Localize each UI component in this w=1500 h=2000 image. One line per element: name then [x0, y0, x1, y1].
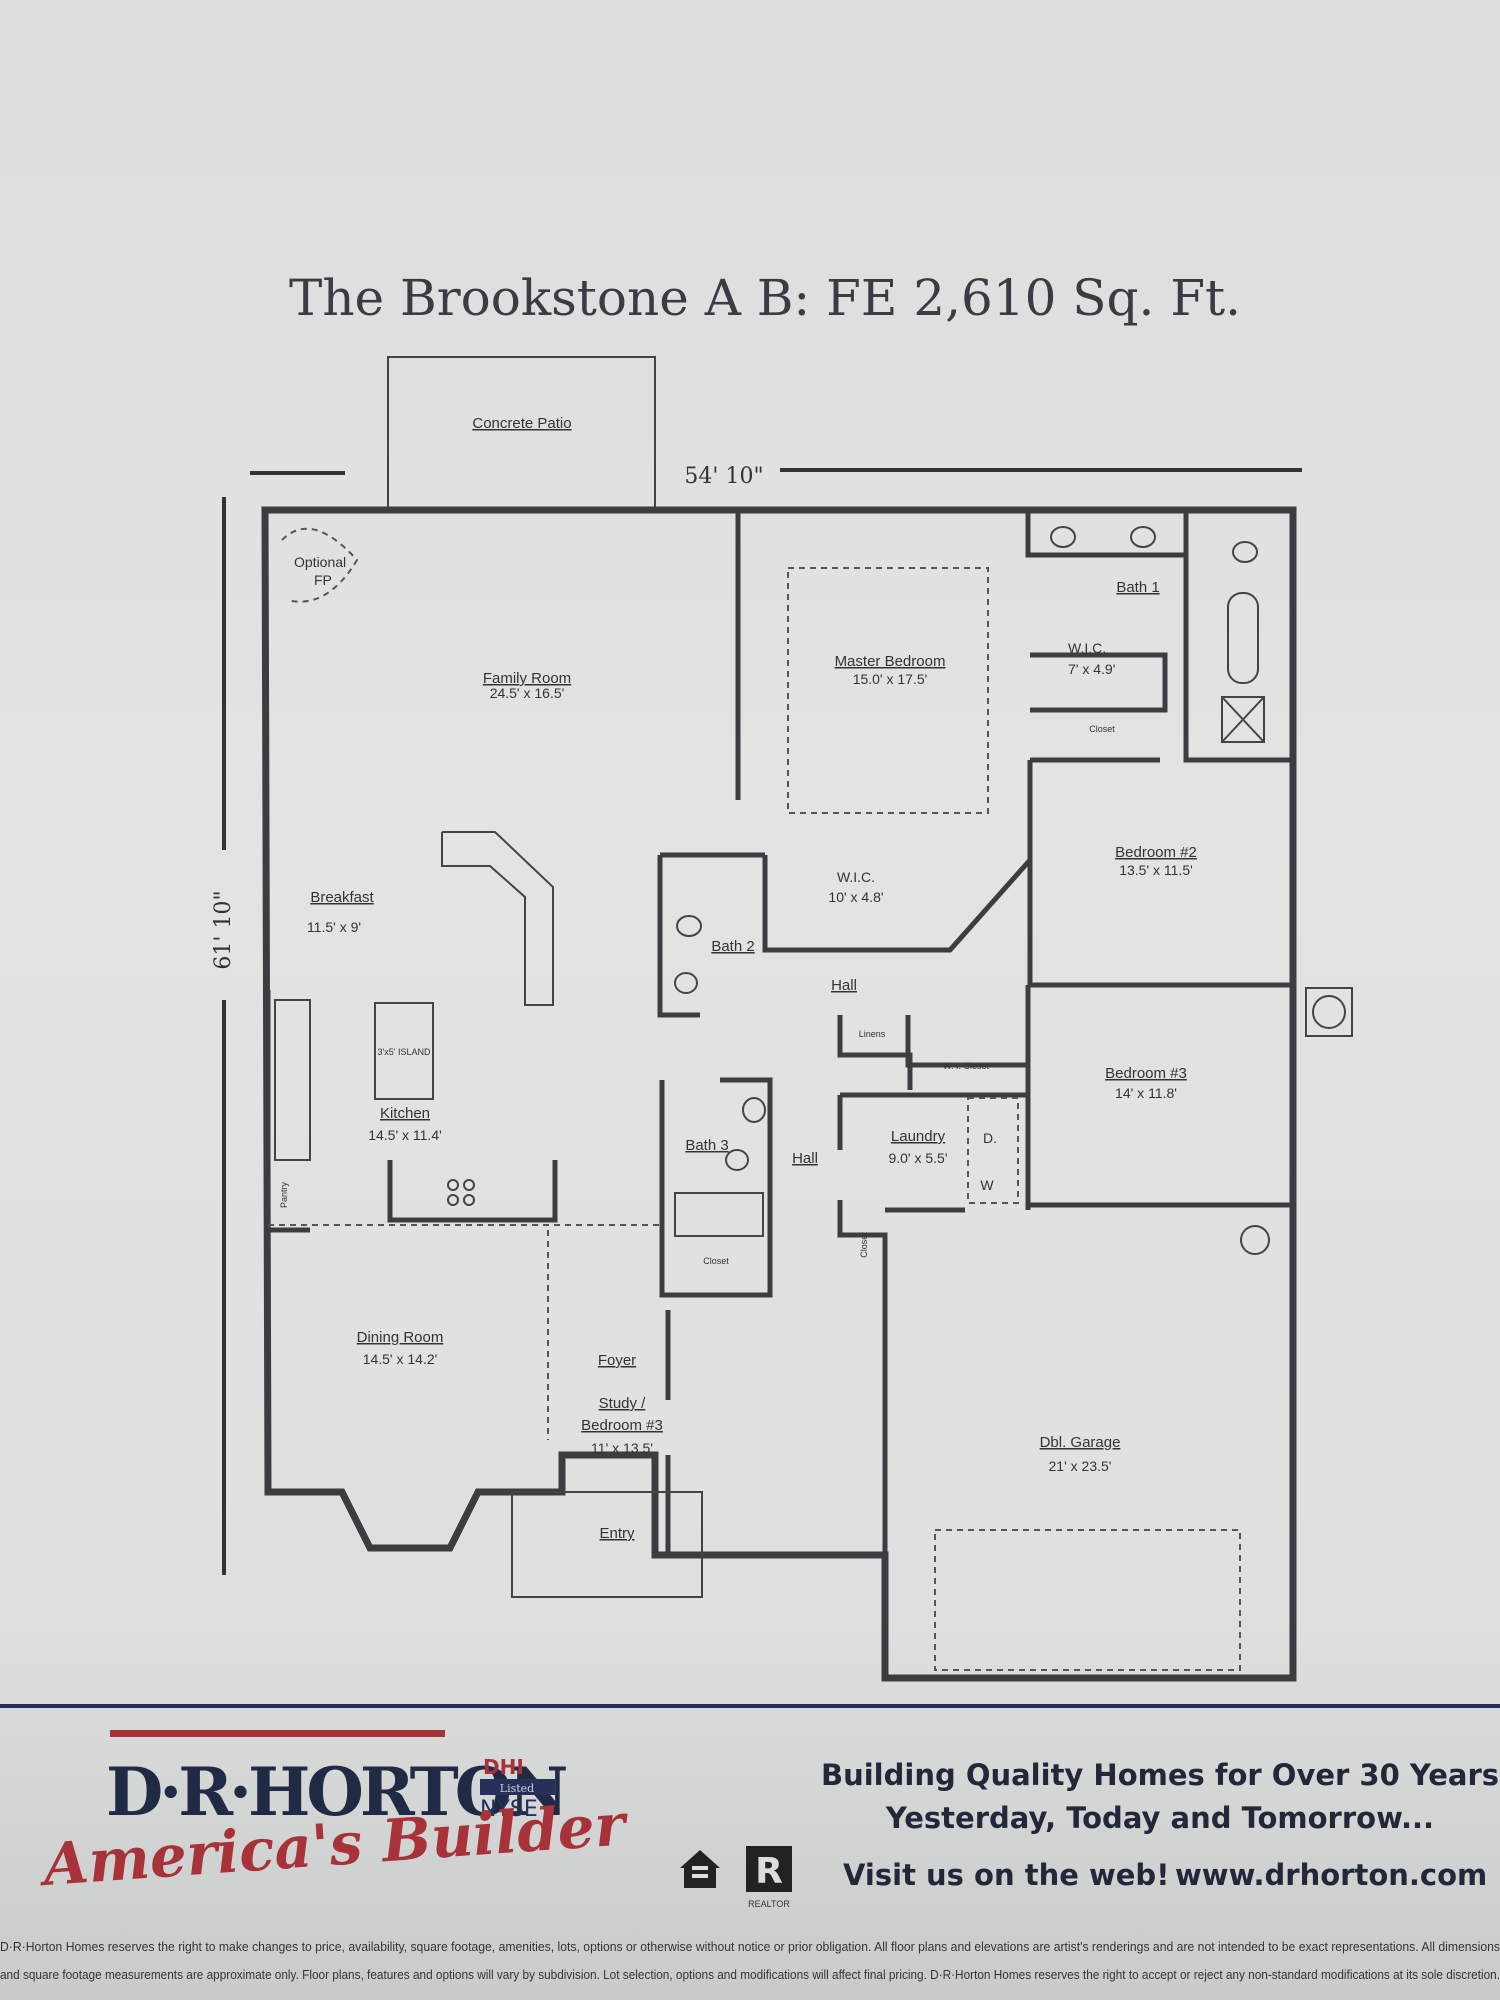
shower-icon: [1221, 696, 1265, 743]
ticker-nyse: NYSE: [480, 1797, 538, 1822]
label-closet-2: Closet: [703, 1256, 729, 1266]
disclaimer-line-2: and square footage measurements are appr…: [0, 1967, 1500, 1982]
kitchen-counters: [274, 831, 554, 1206]
sink-icon: [742, 1097, 766, 1123]
label-hall-1: Hall: [831, 977, 857, 994]
label-concrete-patio: Concrete Patio: [472, 415, 571, 432]
ticker-listed-box: [480, 1779, 555, 1795]
size-study: 11' x 13.5': [591, 1440, 653, 1456]
label-washer: W: [980, 1177, 994, 1193]
size-kitchen: 14.5' x 11.4': [368, 1127, 442, 1143]
size-laundry: 9.0' x 5.5': [888, 1150, 947, 1166]
size-breakfast: 11.5' x 9': [307, 919, 361, 935]
ticker-dhi: DHI: [483, 1755, 524, 1779]
web-label: Visit us on the web!: [843, 1858, 1169, 1892]
depth-dimension: 61' 10": [211, 890, 236, 969]
equal-housing-icon: [680, 1850, 720, 1888]
label-island: 3'x5' ISLAND: [378, 1047, 431, 1057]
size-wic-2: 10' x 4.8': [828, 889, 883, 905]
sink-icon: [674, 972, 698, 994]
hvac-unit-icon: [1305, 987, 1353, 1037]
label-wic-2: W.I.C.: [837, 869, 875, 885]
label-fp: FP: [314, 572, 332, 588]
label-laundry: Laundry: [891, 1128, 946, 1145]
label-wi-closet: W. I. Closet: [943, 1061, 990, 1071]
size-wic-1: 7' x 4.9': [1068, 661, 1115, 677]
size-bedroom-2: 13.5' x 11.5': [1119, 862, 1193, 878]
entry-porch: [511, 1491, 703, 1598]
dashed-outlines: [268, 567, 1241, 1671]
ticker-listed: Listed: [500, 1782, 534, 1795]
bath-fixtures: [281, 526, 1353, 1255]
label-linens: Linens: [859, 1029, 886, 1039]
label-closet-3: Closet: [859, 1232, 869, 1258]
label-study: Study /: [599, 1395, 647, 1412]
label-bedroom-3: Bedroom #3: [1105, 1065, 1187, 1082]
size-garage: 21' x 23.5': [1049, 1458, 1112, 1474]
svg-text:R: R: [755, 1851, 783, 1892]
realtor-icon: R REALTOR: [746, 1846, 792, 1909]
label-hall-2: Hall: [792, 1150, 818, 1167]
brand-bar: [110, 1730, 445, 1737]
sink-icon: [1130, 526, 1156, 548]
tub-icon: [1227, 592, 1259, 684]
label-breakfast: Breakfast: [310, 889, 374, 906]
label-master-bedroom: Master Bedroom: [835, 653, 946, 670]
label-wic-1: W.I.C.: [1068, 640, 1106, 656]
water-heater-icon: [1240, 1225, 1270, 1255]
tub-icon: [674, 1192, 764, 1237]
patio-outline: [387, 356, 656, 509]
plan-title: The Brookstone A B: FE 2,610 Sq. Ft.: [289, 269, 1241, 327]
sink-counter: [274, 999, 311, 1161]
label-family-room: Family Room: [483, 670, 571, 687]
label-kitchen: Kitchen: [380, 1105, 430, 1122]
size-dining-room: 14.5' x 14.2': [363, 1351, 438, 1367]
label-entry: Entry: [599, 1525, 635, 1542]
size-family-room: 24.5' x 16.5': [490, 685, 565, 701]
toilet-icon: [725, 1149, 749, 1171]
sink-icon: [1050, 526, 1076, 548]
dimension-lines: 54' 10" 61' 10": [211, 464, 1302, 1575]
label-optional: Optional: [294, 554, 346, 570]
label-bedroom-2: Bedroom #2: [1115, 844, 1197, 861]
size-master-bedroom: 15.0' x 17.5': [853, 671, 928, 687]
toilet-icon: [1232, 541, 1258, 563]
width-dimension: 54' 10": [684, 464, 763, 489]
toilet-icon: [676, 915, 702, 937]
web-url[interactable]: www.drhorton.com: [1175, 1858, 1487, 1892]
label-bath-1: Bath 1: [1116, 579, 1159, 596]
optional-fireplace-outline: [281, 527, 359, 603]
realtor-label: REALTOR: [748, 1899, 790, 1909]
label-closet-1: Closet: [1089, 724, 1115, 734]
size-bedroom-3: 14' x 11.8': [1115, 1085, 1177, 1101]
interior-walls: [265, 512, 1293, 1555]
tagline-1: Building Quality Homes for Over 30 Years: [821, 1758, 1499, 1792]
label-dining-room: Dining Room: [357, 1329, 444, 1346]
label-foyer: Foyer: [598, 1352, 636, 1369]
label-dryer: D.: [983, 1130, 997, 1146]
room-labels: Concrete Patio Optional FP Family Room 2…: [279, 415, 1197, 1542]
kitchen-island: [374, 1002, 434, 1100]
label-bath-3: Bath 3: [685, 1137, 728, 1154]
label-garage: Dbl. Garage: [1040, 1434, 1121, 1451]
label-pantry: Pantry: [279, 1181, 289, 1208]
label-study-bedroom: Bedroom #3: [581, 1417, 663, 1434]
disclaimer-line-1: D·R·Horton Homes reserves the right to m…: [0, 1939, 1500, 1954]
tagline-2: Yesterday, Today and Tomorrow...: [885, 1801, 1434, 1835]
label-bath-2: Bath 2: [711, 938, 754, 955]
